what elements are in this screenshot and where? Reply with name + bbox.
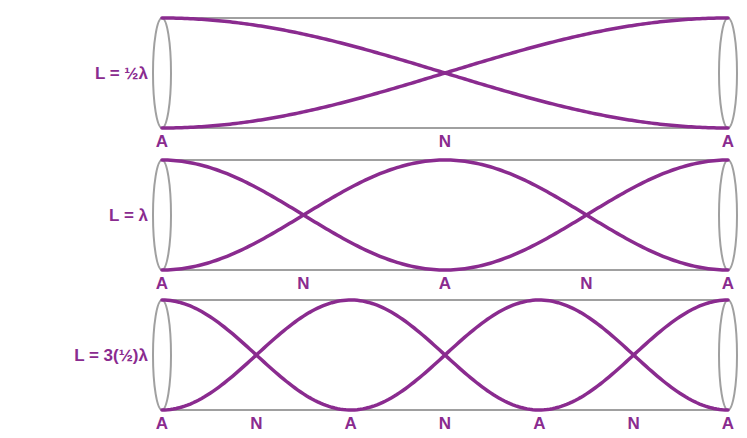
tube-opening <box>719 300 737 410</box>
node-antinode-label: A <box>722 275 734 292</box>
node-antinode-label: A <box>156 275 168 292</box>
tube-opening <box>719 160 737 270</box>
tube-opening <box>153 18 171 128</box>
length-label: L = 3(½)λ <box>74 347 148 364</box>
tube-wall <box>162 127 728 129</box>
length-label: L = λ <box>109 207 148 224</box>
standing-wave <box>162 160 728 270</box>
node-antinode-label: N <box>297 275 309 292</box>
tube-wall <box>162 17 728 19</box>
standing-wave <box>162 300 728 410</box>
node-antinode-label: A <box>345 415 357 432</box>
tube-wall <box>162 299 728 301</box>
standing-wave <box>162 160 728 270</box>
node-antinode-label: A <box>533 415 545 432</box>
length-label: L = ½λ <box>95 65 148 82</box>
node-antinode-label: N <box>439 133 451 150</box>
node-antinode-label: A <box>722 133 734 150</box>
tube-wall <box>162 409 728 411</box>
node-antinode-label: A <box>439 275 451 292</box>
node-antinode-label: A <box>156 133 168 150</box>
tube-opening <box>719 18 737 128</box>
standing-wave <box>162 18 728 128</box>
node-antinode-label: N <box>250 415 262 432</box>
node-antinode-label: A <box>156 415 168 432</box>
node-antinode-label: N <box>439 415 451 432</box>
standing-wave <box>162 18 728 128</box>
standing-wave <box>162 300 728 410</box>
node-antinode-label: A <box>722 415 734 432</box>
tube-opening <box>153 300 171 410</box>
tube-opening <box>153 160 171 270</box>
node-antinode-label: N <box>628 415 640 432</box>
node-antinode-label: N <box>580 275 592 292</box>
